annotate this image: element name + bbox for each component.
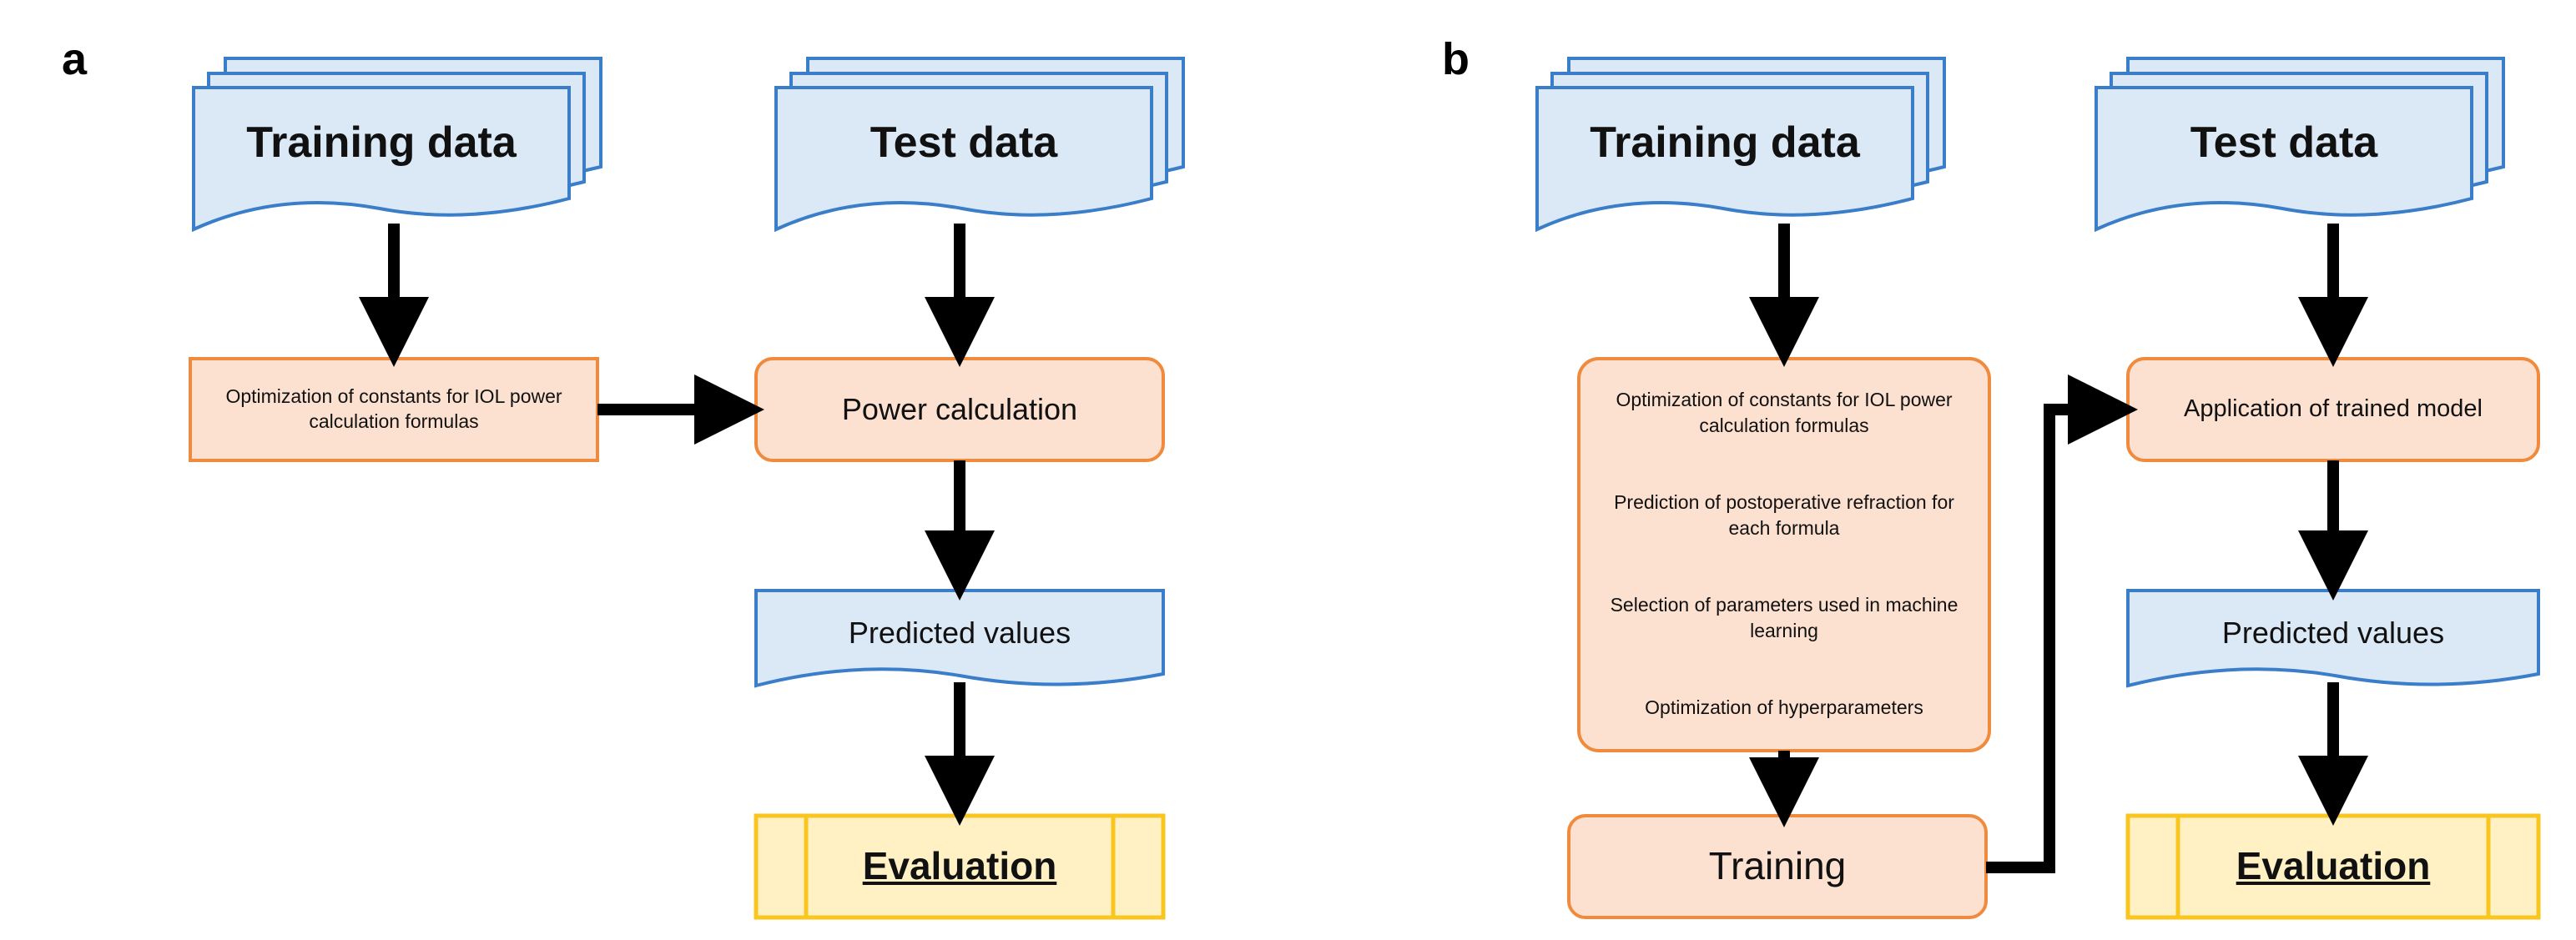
- test-data-doc: [2095, 57, 2505, 233]
- evaluation-box: [2125, 813, 2541, 920]
- panel-a-diagram: [189, 57, 1185, 920]
- predicted-values-label: Predicted values: [848, 615, 1071, 650]
- predicted-values-doc: [754, 589, 1165, 688]
- step-optimize-hyperparameters: Optimization of hyperparameters: [1645, 696, 1923, 718]
- predicted-values-label: Predicted values: [2221, 615, 2445, 650]
- step-optimize-constants: Optimization of constants for IOL power …: [1616, 389, 1953, 437]
- panel-b-diagram: [1535, 57, 2541, 920]
- panel-b: b Train: [1285, 0, 2576, 940]
- evaluation-label: Evaluation: [2236, 844, 2431, 888]
- test-data-doc: [774, 57, 1185, 233]
- test-data-label: Test data: [2190, 118, 2378, 168]
- power-calculation-label: Power calculation: [841, 391, 1078, 426]
- evaluation-label: Evaluation: [862, 844, 1057, 888]
- application-label: Application of trained model: [2184, 395, 2483, 423]
- step-select-parameters: Selection of parameters used in machine …: [1610, 593, 1958, 642]
- arrow-training-to-application: [1986, 374, 2138, 873]
- training-data-doc: [1535, 57, 1946, 233]
- predicted-values-doc: [2126, 589, 2540, 688]
- step-predict-refraction: Prediction of postoperative refraction f…: [1614, 490, 1954, 540]
- training-label: Training: [1708, 844, 1847, 888]
- panel-a: a Training data Test: [0, 0, 1285, 940]
- panel-label-b: b: [1442, 34, 1469, 84]
- training-data-doc: [192, 57, 602, 233]
- training-data-label: Training data: [1590, 118, 1860, 168]
- steps-list: Optimization of constants for IOL power …: [1592, 374, 1976, 734]
- training-data-label: Training data: [246, 118, 517, 168]
- optimization-label: Optimization of constants for IOL power …: [225, 385, 562, 432]
- evaluation-box: [754, 813, 1166, 920]
- panel-label-a: a: [62, 34, 88, 84]
- test-data-label: Test data: [870, 118, 1058, 168]
